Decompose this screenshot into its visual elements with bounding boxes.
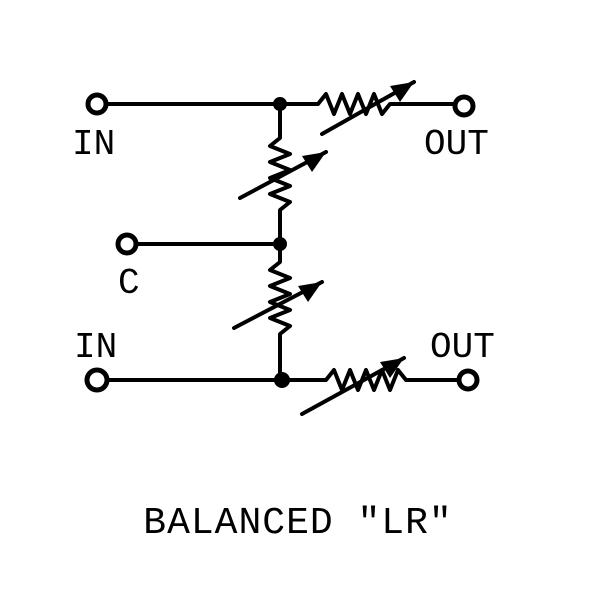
resistor-upper-shunt bbox=[268, 102, 292, 246]
terminal-out-bottom bbox=[456, 368, 480, 392]
diagram-caption: BALANCED "LR" bbox=[143, 502, 453, 545]
label-out-bottom: OUT bbox=[430, 327, 495, 368]
terminal-in-top bbox=[85, 92, 109, 116]
resistor-lower-shunt bbox=[268, 242, 292, 380]
arrowhead-top-series bbox=[390, 82, 414, 102]
label-out-top: OUT bbox=[424, 124, 489, 165]
resistor-top-series bbox=[278, 92, 460, 116]
label-common: C bbox=[118, 263, 140, 304]
label-in-top: IN bbox=[72, 124, 116, 165]
arrowhead-upper-shunt bbox=[302, 152, 326, 172]
terminal-common bbox=[115, 232, 139, 256]
arrowhead-lower-shunt bbox=[298, 282, 322, 302]
junction-dot-top bbox=[273, 97, 287, 111]
resistor-bottom-series bbox=[280, 368, 464, 392]
junction-dot-middle bbox=[273, 237, 287, 251]
arrowhead-bottom-series bbox=[380, 358, 404, 378]
terminal-in-bottom bbox=[84, 367, 110, 393]
label-in-bottom: IN bbox=[74, 327, 118, 368]
terminal-out-top bbox=[452, 94, 476, 118]
junction-dot-bottom bbox=[274, 372, 290, 388]
